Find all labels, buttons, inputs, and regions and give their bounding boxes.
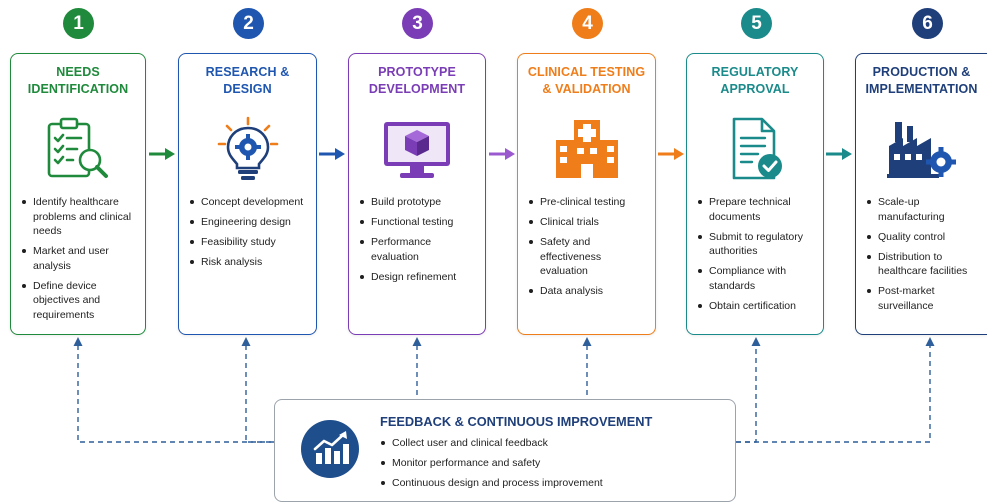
step-items: Pre-clinical testing Clinical trials Saf… [528,195,649,304]
list-item: Functional testing [359,215,479,230]
list-item: Continuous design and process improvemen… [380,476,603,490]
step-card-regulatory-approval: REGULATORY APPROVAL Prepare technical do… [686,53,824,335]
step-title: PRODUCTION & IMPLEMENTATION [865,65,978,96]
list-item: Obtain certification [697,299,817,314]
document-check-icon [720,116,790,182]
step-items: Prepare technical documents Submit to re… [697,195,817,319]
list-item: Prepare technical documents [697,195,817,224]
list-item: Build prototype [359,195,479,210]
list-item: Data analysis [528,284,649,299]
step-1-number: 1 [63,8,94,39]
list-item: Risk analysis [189,255,310,270]
feedback-panel: FEEDBACK & CONTINUOUS IMPROVEMENT Collec… [274,399,736,502]
feedback-title: FEEDBACK & CONTINUOUS IMPROVEMENT [380,414,653,429]
list-item: Identify healthcare problems and clinica… [21,195,139,239]
list-item: Pre-clinical testing [528,195,649,210]
list-item: Market and user analysis [21,244,139,273]
step-card-prototype-development: PROTOTYPE DEVELOPMENT Build prototype Fu… [348,53,486,335]
step-5-number: 5 [741,8,772,39]
step-6-number: 6 [912,8,943,39]
list-item: Collect user and clinical feedback [380,436,603,450]
list-item: Monitor performance and safety [380,456,603,470]
arrow-right-icon [489,148,515,160]
growth-chart-icon [301,420,359,478]
step-title: RESEARCH & DESIGN [205,65,290,96]
list-item: Distribution to healthcare facilities [866,250,981,279]
step-card-production-implementation: PRODUCTION & IMPLEMENTATION Scale-up [855,53,987,335]
list-item: Post-market surveillance [866,284,981,313]
list-item: Feasibility study [189,235,310,250]
step-items: Identify healthcare problems and clinica… [21,195,139,328]
step-items: Build prototype Functional testing Perfo… [359,195,479,290]
step-items: Scale-up manufacturing Quality control D… [866,195,981,319]
step-4-number: 4 [572,8,603,39]
arrow-right-icon [658,148,684,160]
list-item: Design refinement [359,270,479,285]
step-title: PROTOTYPE DEVELOPMENT [368,65,466,96]
arrow-right-icon [826,148,852,160]
list-item: Clinical trials [528,215,649,230]
step-card-research-design: RESEARCH & DESIGN Concept [178,53,317,335]
list-item: Safety and effectiveness evaluation [528,235,649,279]
clipboard-magnifier-icon [43,116,113,182]
step-title: NEEDS IDENTIFICATION [27,65,129,96]
factory-gear-icon [886,116,957,182]
list-item: Submit to regulatory authorities [697,230,817,259]
step-3-number: 3 [402,8,433,39]
list-item: Define device objectives and requirement… [21,279,139,323]
step-title: REGULATORY APPROVAL [711,65,799,96]
list-item: Compliance with standards [697,264,817,293]
step-card-needs-identification: NEEDS IDENTIFICATION Identify healthcare… [10,53,146,335]
hospital-icon [552,116,622,182]
list-item: Engineering design [189,215,310,230]
list-item: Performance evaluation [359,235,479,264]
monitor-cube-icon [382,116,452,182]
list-item: Concept development [189,195,310,210]
step-title: CLINICAL TESTING & VALIDATION [527,65,646,96]
arrow-right-icon [319,148,345,160]
lightbulb-gear-icon [213,116,283,182]
list-item: Quality control [866,230,981,245]
step-card-clinical-testing: CLINICAL TESTING & VALIDATION Pre-clinic… [517,53,656,335]
step-2-number: 2 [233,8,264,39]
feedback-items: Collect user and clinical feedback Monit… [380,436,603,496]
list-item: Scale-up manufacturing [866,195,981,224]
arrow-right-icon [149,148,175,160]
step-items: Concept development Engineering design F… [189,195,310,275]
